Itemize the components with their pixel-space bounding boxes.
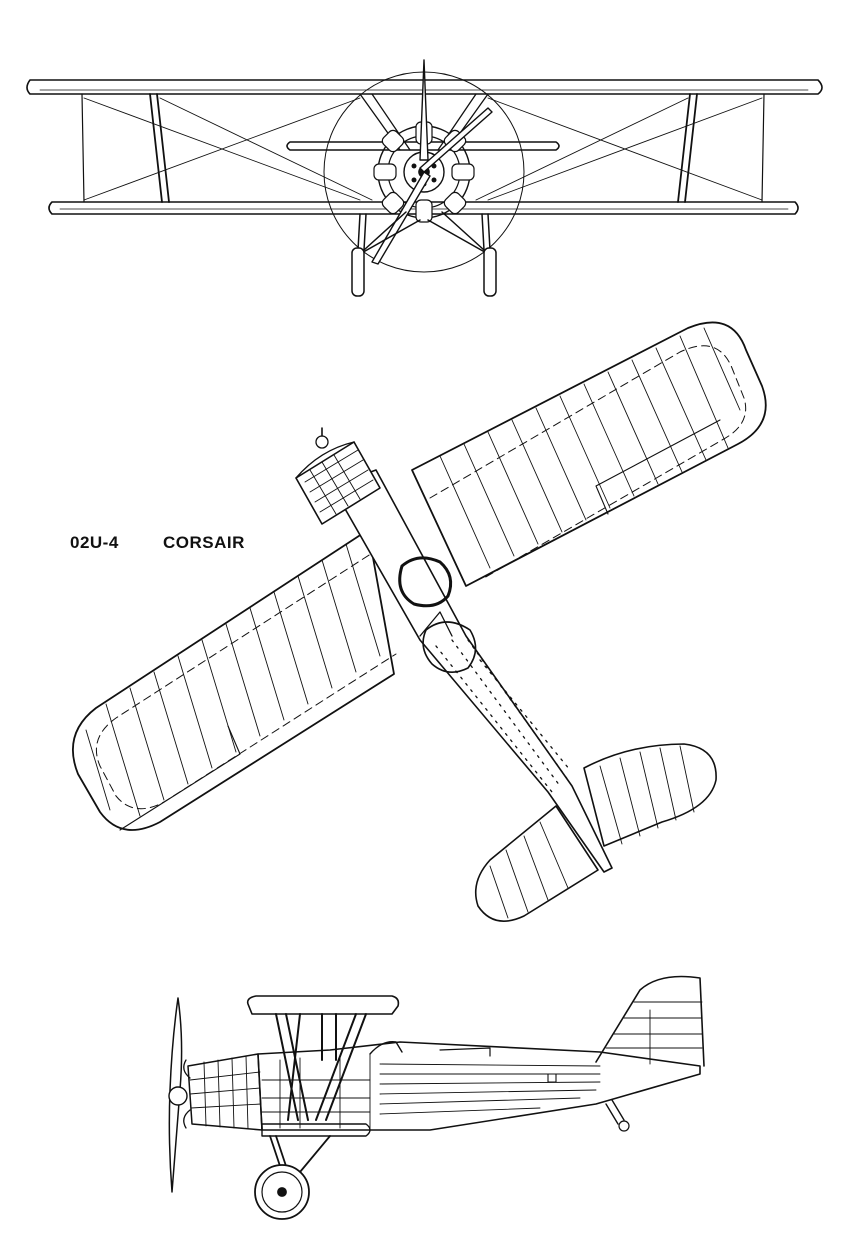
model-designation: 02U-4 — [70, 533, 119, 552]
aircraft-name: CORSAIR — [163, 533, 245, 552]
plan-rear-cockpit — [423, 622, 475, 672]
front-lower-wing — [49, 202, 798, 214]
front-upper-wing — [27, 80, 822, 94]
plan-wing-left — [73, 530, 394, 830]
front-strut-left — [150, 94, 169, 202]
front-tailplane — [287, 142, 559, 150]
plan-wing-right-ribs — [440, 328, 740, 568]
plan-wing-left-ribs — [86, 544, 380, 816]
side-fuselage-lines — [262, 1054, 600, 1128]
side-view — [169, 977, 704, 1220]
plan-tailplane-left — [476, 806, 598, 921]
plan-view — [73, 322, 766, 921]
front-landing-gear — [352, 212, 496, 296]
side-landing-gear — [255, 1136, 330, 1219]
plan-fuselage — [332, 470, 612, 872]
plan-fuselage-stipple — [436, 640, 570, 792]
plan-wing-right — [412, 322, 766, 586]
front-view — [27, 60, 822, 296]
side-struts — [276, 1014, 366, 1120]
side-upper-wing — [248, 996, 399, 1014]
plan-front-cockpit — [400, 558, 451, 606]
front-bracing-wires — [84, 98, 762, 200]
side-fuselage — [258, 1042, 700, 1130]
plan-engine — [296, 428, 380, 524]
plan-lower-wing-dashed — [96, 346, 745, 809]
front-strut-right — [678, 94, 697, 202]
front-propeller-blades — [372, 60, 492, 264]
plan-tailplane-right — [584, 744, 716, 846]
side-engine — [184, 1054, 262, 1130]
side-vertical-tail — [596, 977, 704, 1067]
side-propeller — [169, 998, 181, 1192]
